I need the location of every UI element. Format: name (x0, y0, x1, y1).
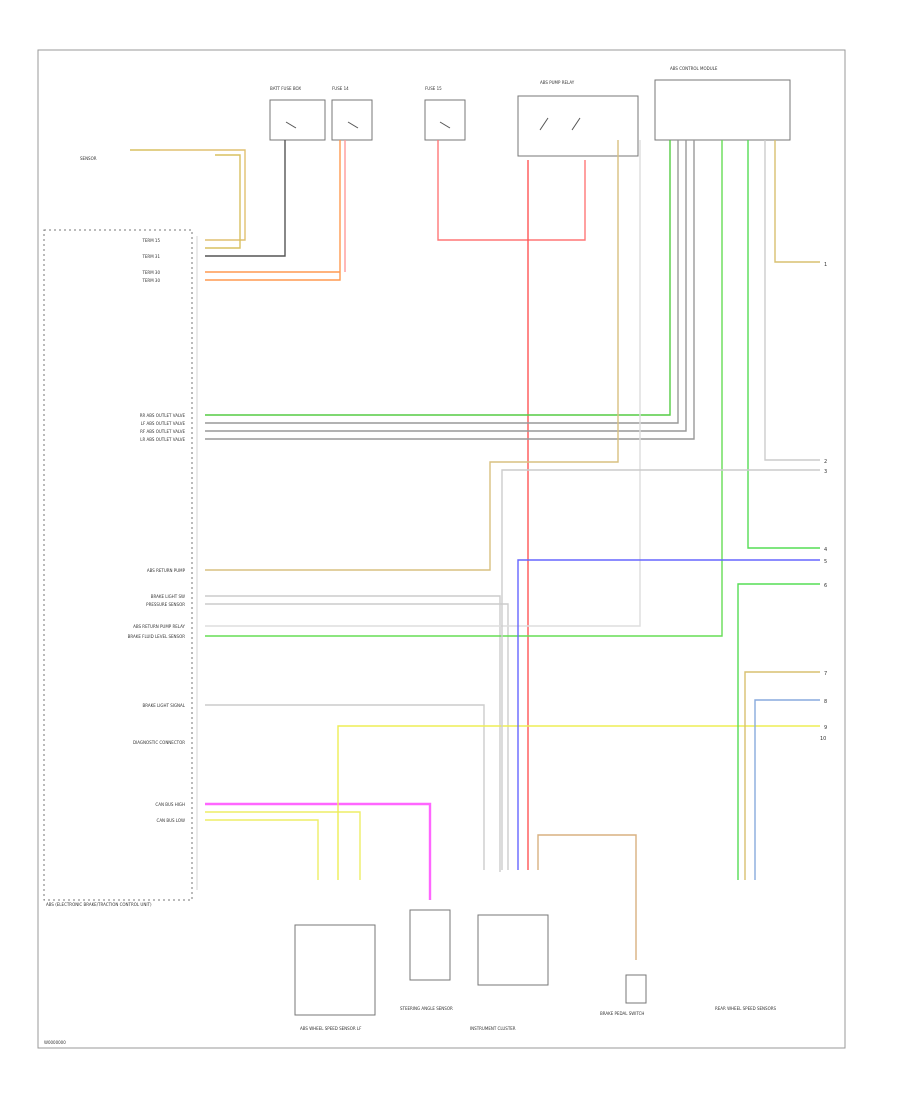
bottom-comp-1: ABS WHEEL SPEED SENSOR LF (300, 1026, 362, 1031)
top-comp-5: ABS CONTROL MODULE (670, 66, 718, 71)
ref-2: 2 (824, 459, 827, 465)
ref-5: 5 (824, 559, 827, 565)
wires (160, 140, 820, 960)
top-comp-3: FUSE 15 (425, 86, 442, 91)
bottom-comp-3: INSTRUMENT CLUSTER (470, 1026, 516, 1031)
left-label: LR ABS OUTLET VALVE (140, 437, 185, 442)
left-label: RF ABS OUTLET VALVE (140, 429, 185, 434)
fuse-box-14 (269, 99, 326, 141)
left-label: TERM 31 (141, 254, 160, 259)
bottom-comp-5: REAR WHEEL SPEED SENSORS (715, 1006, 776, 1011)
ref-4: 4 (824, 547, 827, 553)
abs-pump-relay (517, 95, 639, 157)
ref-7: 7 (824, 671, 827, 677)
left-label: TERM 30 (141, 270, 160, 275)
page-code: W0000000 (44, 1040, 66, 1045)
left-label: CAN BUS LOW (157, 818, 186, 823)
ref-9: 9 (824, 725, 827, 731)
left-label: BRAKE FLUID LEVEL SENSOR (128, 634, 186, 639)
bottom-components: ABS WHEEL SPEED SENSOR LF STEERING ANGLE… (294, 909, 776, 1031)
ref-6: 6 (824, 583, 827, 589)
diagram-frame (37, 49, 846, 1049)
left-label: ABS RETURN PUMP (147, 568, 186, 573)
left-label: TERM 15 (141, 238, 160, 243)
bottom-comp-4: BRAKE PEDAL SWITCH (600, 1011, 644, 1016)
ref-8: 8 (824, 699, 827, 705)
left-label: BRAKE LIGHT SW (151, 594, 185, 599)
left-label: TERM 30 (141, 278, 160, 283)
ref-1: 1 (824, 262, 827, 268)
sensor-label: SENSOR (80, 156, 97, 161)
relay-switches (285, 117, 581, 131)
left-label: BRAKE LIGHT SIGNAL (142, 703, 185, 708)
top-comp-1: BATT FUSE BOX (270, 86, 301, 91)
fuse-box-16 (424, 99, 466, 141)
top-comp-2: FUSE 14 (332, 86, 349, 91)
left-label: ABS RETURN PUMP RELAY (133, 624, 185, 629)
abs-module-box (43, 229, 193, 901)
left-label: PRESSURE SENSOR (146, 602, 185, 607)
top-comp-4: ABS PUMP RELAY (540, 80, 575, 85)
bottom-comp-2: STEERING ANGLE SENSOR (400, 1006, 453, 1011)
ref-3: 3 (824, 469, 827, 475)
left-label: RR ABS OUTLET VALVE (140, 413, 186, 418)
fuse-box-15 (331, 99, 373, 141)
left-label: DIAGNOSTIC CONNECTOR (133, 740, 185, 745)
left-label: CAN BUS HIGH (155, 802, 185, 807)
left-labels: TERM 15 TERM 31 TERM 30 TERM 30 RR ABS O… (128, 238, 186, 823)
right-refs: 1 2 3 4 5 6 7 8 9 10 (820, 262, 827, 742)
ref-10: 10 (820, 736, 826, 742)
abs-control-module-top (654, 79, 791, 141)
left-label: LF ABS OUTLET VALVE (141, 421, 186, 426)
abs-module-label: ABS (ELECTRONIC BRAKE/TRACTION CONTROL U… (46, 902, 152, 907)
